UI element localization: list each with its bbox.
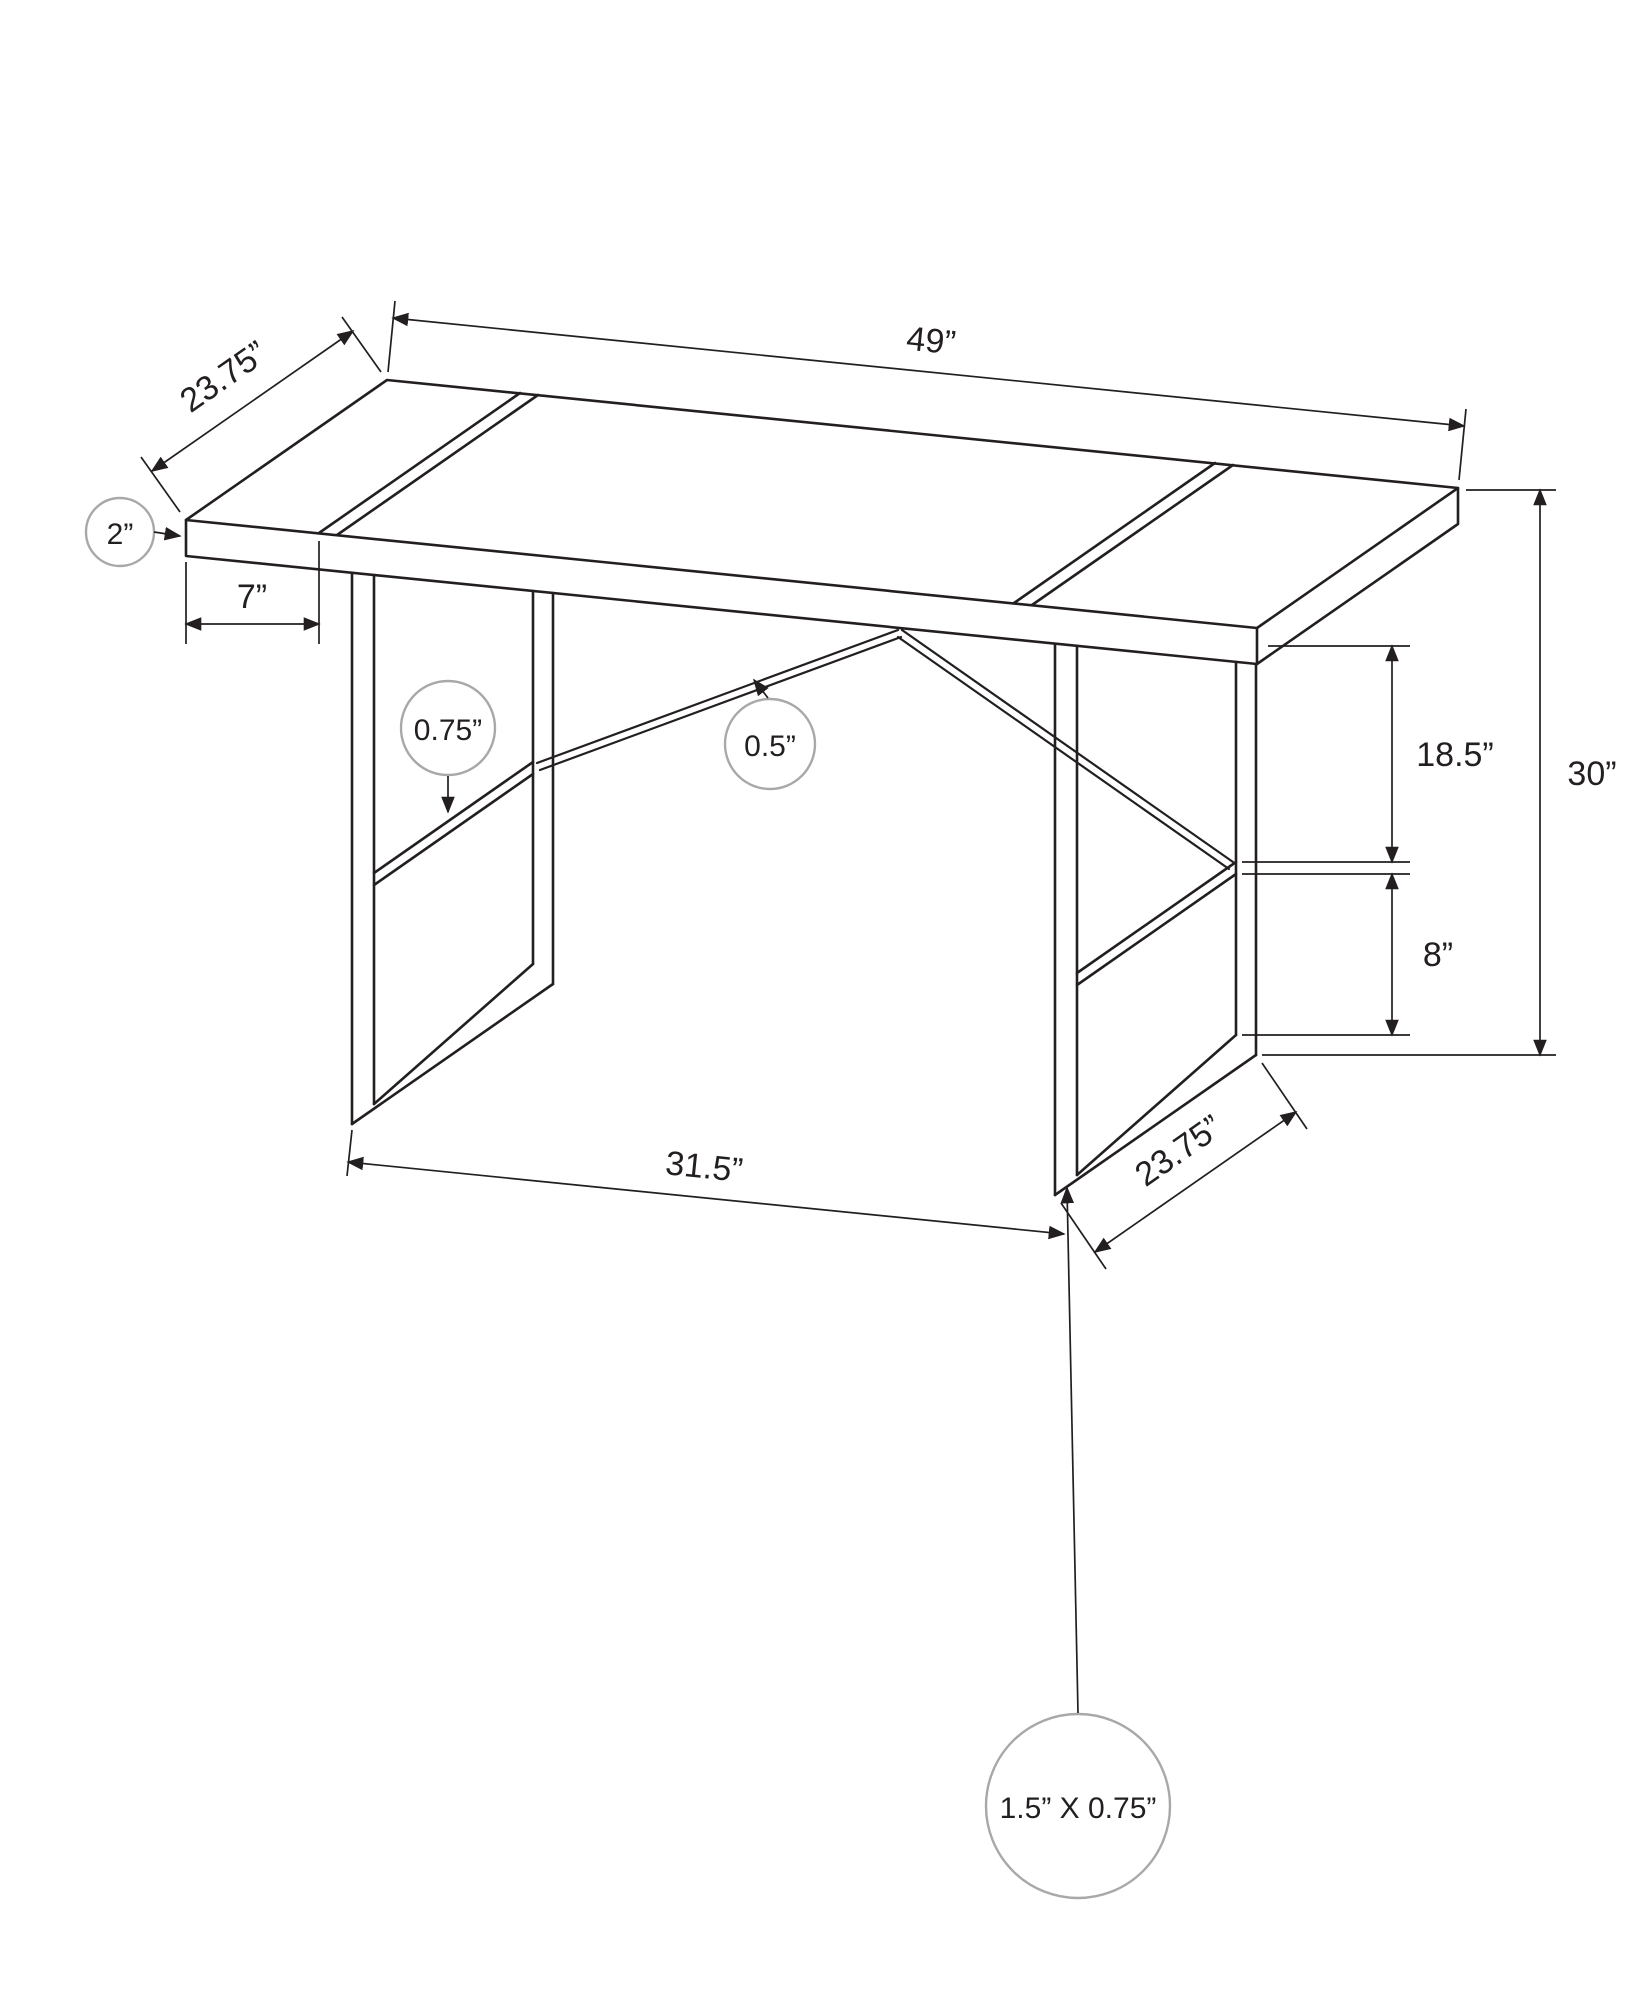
dimension-top-width bbox=[387, 300, 1467, 481]
callout-top-thickness bbox=[84, 496, 182, 568]
label-overall-height: 30” bbox=[1567, 755, 1616, 793]
dimension-lower-leg-height bbox=[1242, 872, 1410, 1037]
callout-circle bbox=[399, 679, 497, 777]
callout-circle bbox=[984, 1712, 1172, 1900]
leader-arrow bbox=[1060, 1186, 1079, 1714]
left-brace bbox=[535, 628, 900, 765]
callout-brace-thickness bbox=[723, 678, 817, 791]
dimension-upper-leg-height bbox=[1242, 644, 1410, 864]
dimension-leg-inset bbox=[184, 541, 321, 644]
left-leg-shelf-top bbox=[372, 760, 535, 875]
tabletop-plank-line bbox=[1030, 463, 1235, 607]
right-brace-inner bbox=[896, 635, 1231, 871]
tabletop-plank-line bbox=[1012, 461, 1217, 605]
leader-arrow bbox=[752, 678, 769, 699]
center-braces bbox=[535, 628, 1235, 871]
label-leg-span: 31.5” bbox=[664, 1144, 745, 1190]
dimension-line bbox=[346, 1156, 1066, 1240]
label-leg-inset: 7” bbox=[237, 578, 267, 616]
extension-line bbox=[341, 316, 382, 373]
label-shelf-thickness: 0.75” bbox=[414, 714, 482, 747]
tabletop bbox=[184, 378, 1460, 666]
callout-circle bbox=[723, 697, 817, 791]
label-upper-leg-height: 18.5” bbox=[1416, 736, 1494, 774]
extension-line bbox=[140, 456, 181, 513]
extension-line bbox=[1261, 1062, 1308, 1130]
dimension-line bbox=[150, 330, 355, 472]
tabletop-right-face bbox=[1255, 486, 1460, 666]
right-leg-shelf-bottom bbox=[1075, 872, 1238, 987]
dimension-line bbox=[391, 312, 1466, 432]
tabletop-front-face bbox=[184, 518, 1259, 666]
desk-outline bbox=[184, 378, 1460, 1197]
left-leg-frame bbox=[350, 571, 555, 1126]
left-leg-bottom-rail bbox=[350, 982, 555, 1126]
dimension-leg-depth bbox=[1060, 1062, 1308, 1270]
dimension-top-depth bbox=[140, 316, 382, 513]
right-brace bbox=[900, 628, 1235, 864]
dimension-overall-height bbox=[1262, 488, 1556, 1057]
label-top-thickness: 2” bbox=[107, 518, 134, 551]
label-top-width: 49” bbox=[905, 320, 958, 363]
extension-line bbox=[1060, 1202, 1107, 1270]
label-brace-thickness: 0.5” bbox=[744, 730, 796, 763]
label-lower-leg-height: 8” bbox=[1423, 936, 1453, 974]
left-leg-shelf-bottom bbox=[372, 772, 535, 887]
left-leg-bottom-rail-inner bbox=[372, 962, 535, 1106]
leader-arrow bbox=[153, 526, 182, 541]
callout-shelf-thickness bbox=[399, 679, 497, 814]
dimension-line bbox=[1093, 1111, 1298, 1253]
right-leg-shelf-top bbox=[1075, 860, 1238, 975]
left-brace-inner bbox=[538, 635, 903, 772]
callout-tube-size bbox=[984, 1186, 1172, 1900]
dimension-leg-span bbox=[346, 1129, 1066, 1240]
label-tube-size: 1.5” X 0.75” bbox=[1000, 1792, 1157, 1825]
